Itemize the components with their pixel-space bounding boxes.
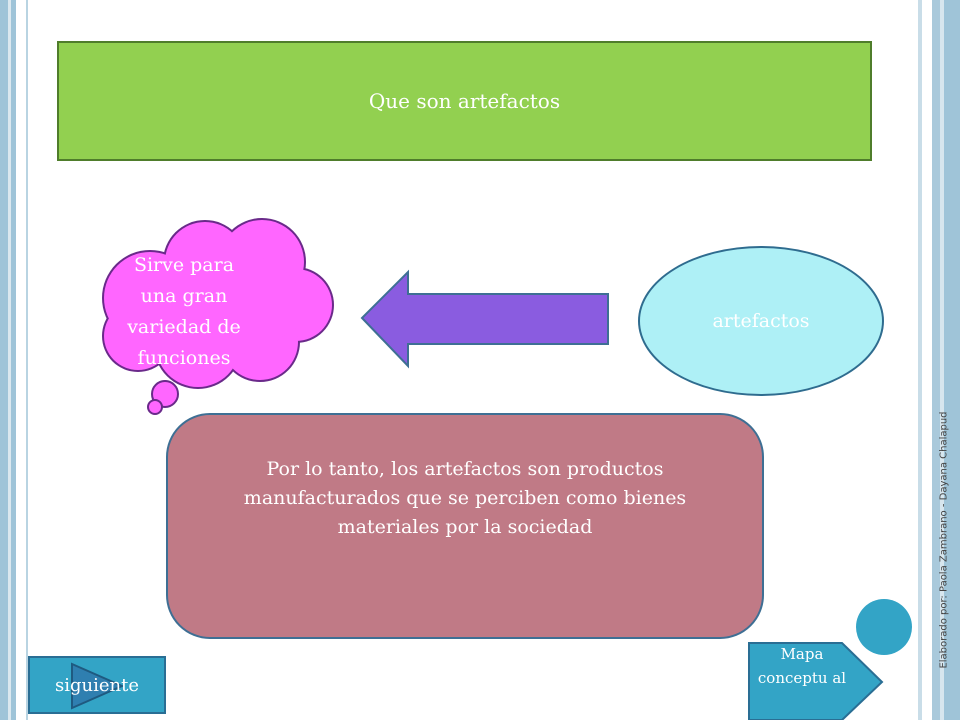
- oval-label: artefactos: [712, 310, 810, 332]
- artefactos-oval: artefactos: [638, 246, 884, 396]
- thought-cloud: [102, 218, 334, 415]
- play-arrow-icon: [71, 662, 125, 710]
- next-button-label: siguiente: [55, 674, 139, 696]
- next-button[interactable]: siguiente: [28, 656, 166, 714]
- definition-text: Por lo tanto, los artefactos son product…: [243, 457, 687, 538]
- definition-box: Por lo tanto, los artefactos son product…: [166, 413, 764, 639]
- left-border-stripe: [0, 0, 16, 720]
- right-border-stripe: [918, 0, 960, 720]
- pentagon-arrow-shape: [748, 642, 884, 721]
- circle-icon: [856, 599, 912, 655]
- left-arrow-shape: [360, 269, 609, 369]
- slide-title: Que son artefactos: [368, 89, 561, 113]
- title-box: Que son artefactos: [57, 41, 872, 161]
- concept-map-label: Mapa conceptu al: [757, 645, 847, 687]
- cloud-text: Sirve para una gran variedad de funcione…: [127, 254, 241, 369]
- left-border-line: [26, 0, 28, 720]
- concept-map-button[interactable]: Mapa conceptu al: [748, 640, 884, 721]
